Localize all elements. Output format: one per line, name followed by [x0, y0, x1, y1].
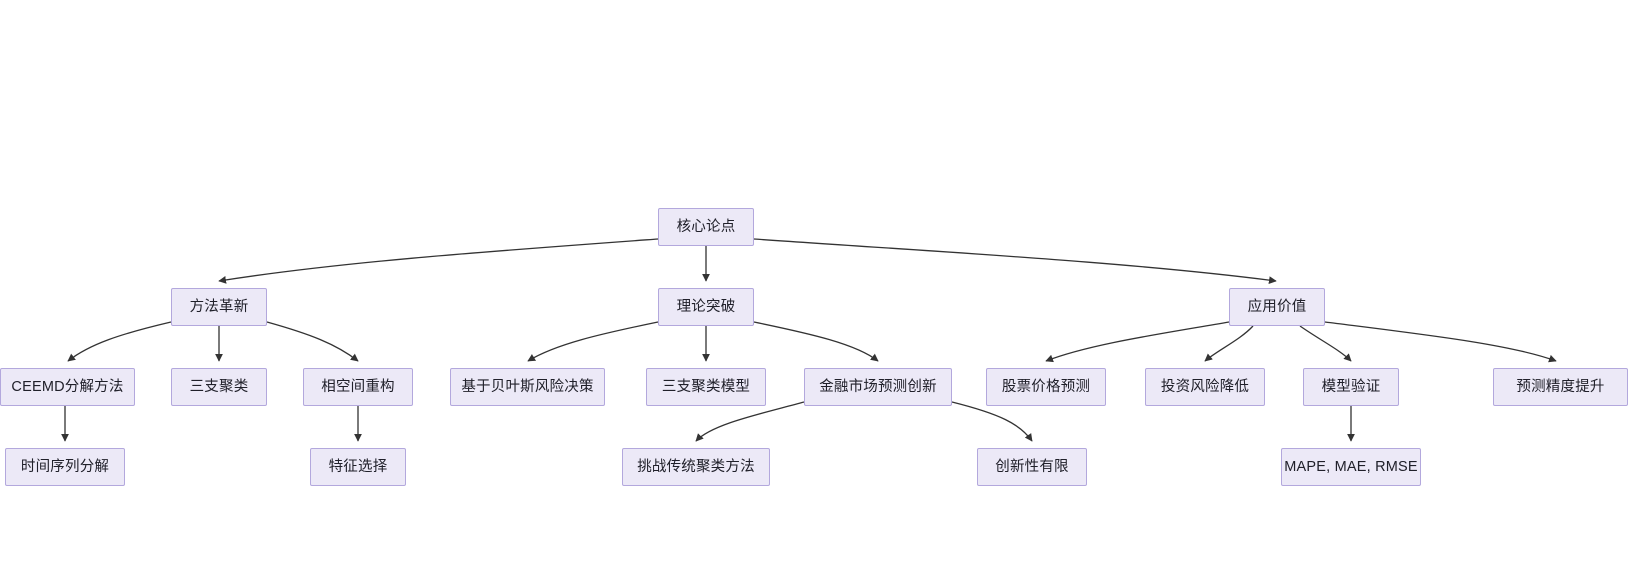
- edge-finance-to-limited: [951, 401, 1033, 442]
- node-label-ceemd: CEEMD分解方法: [11, 378, 124, 395]
- node-threeway[interactable]: 三支聚类: [171, 368, 267, 406]
- edge-root-to-method: [218, 238, 659, 284]
- node-validate[interactable]: 模型验证: [1303, 368, 1399, 406]
- node-label-phase: 相空间重构: [321, 378, 395, 395]
- edge-method-to-ceemd: [67, 321, 172, 362]
- node-label-tsdecomp: 时间序列分解: [20, 458, 110, 475]
- edge-value-to-stock: [1045, 321, 1230, 363]
- node-risk[interactable]: 投资风险降低: [1145, 368, 1265, 406]
- node-feature[interactable]: 特征选择: [310, 448, 406, 486]
- node-label-method: 方法革新: [189, 298, 249, 315]
- edge-method-to-phase: [266, 321, 359, 362]
- node-label-bayes: 基于贝叶斯风险决策: [461, 378, 594, 395]
- edge-theory-to-finance: [753, 321, 879, 362]
- node-label-root: 核心论点: [676, 218, 736, 235]
- node-challenge[interactable]: 挑战传统聚类方法: [622, 448, 770, 486]
- node-bayes[interactable]: 基于贝叶斯风险决策: [450, 368, 605, 406]
- node-phase[interactable]: 相空间重构: [303, 368, 413, 406]
- node-accuracy[interactable]: 预测精度提升: [1493, 368, 1628, 406]
- node-twmodel[interactable]: 三支聚类模型: [646, 368, 766, 406]
- node-theory[interactable]: 理论突破: [658, 288, 754, 326]
- node-label-finance: 金融市场预测创新: [819, 378, 937, 395]
- edge-root-to-value: [753, 238, 1277, 284]
- node-label-threeway: 三支聚类: [189, 378, 249, 395]
- node-ceemd[interactable]: CEEMD分解方法: [0, 368, 135, 406]
- node-label-feature: 特征选择: [328, 458, 388, 475]
- edge-value-to-risk: [1204, 325, 1254, 362]
- node-root[interactable]: 核心论点: [658, 208, 754, 246]
- node-label-theory: 理论突破: [676, 298, 736, 315]
- node-tsdecomp[interactable]: 时间序列分解: [5, 448, 125, 486]
- node-label-twmodel: 三支聚类模型: [661, 378, 751, 395]
- edge-value-to-accuracy: [1324, 321, 1557, 363]
- node-limited[interactable]: 创新性有限: [977, 448, 1087, 486]
- node-label-risk: 投资风险降低: [1160, 378, 1250, 395]
- node-label-validate: 模型验证: [1321, 378, 1381, 395]
- node-value[interactable]: 应用价值: [1229, 288, 1325, 326]
- node-label-limited: 创新性有限: [995, 458, 1069, 475]
- node-stock[interactable]: 股票价格预测: [986, 368, 1106, 406]
- node-method[interactable]: 方法革新: [171, 288, 267, 326]
- node-metrics[interactable]: MAPE, MAE, RMSE: [1281, 448, 1421, 486]
- edge-theory-to-bayes: [527, 321, 659, 362]
- edge-value-to-validate: [1299, 325, 1352, 362]
- edge-finance-to-challenge: [695, 401, 805, 442]
- node-label-challenge: 挑战传统聚类方法: [637, 458, 755, 475]
- node-label-metrics: MAPE, MAE, RMSE: [1284, 458, 1418, 475]
- node-finance[interactable]: 金融市场预测创新: [804, 368, 952, 406]
- node-label-accuracy: 预测精度提升: [1516, 378, 1605, 395]
- node-label-value: 应用价值: [1247, 298, 1307, 315]
- edge-group: [61, 238, 1557, 442]
- node-label-stock: 股票价格预测: [1001, 378, 1091, 395]
